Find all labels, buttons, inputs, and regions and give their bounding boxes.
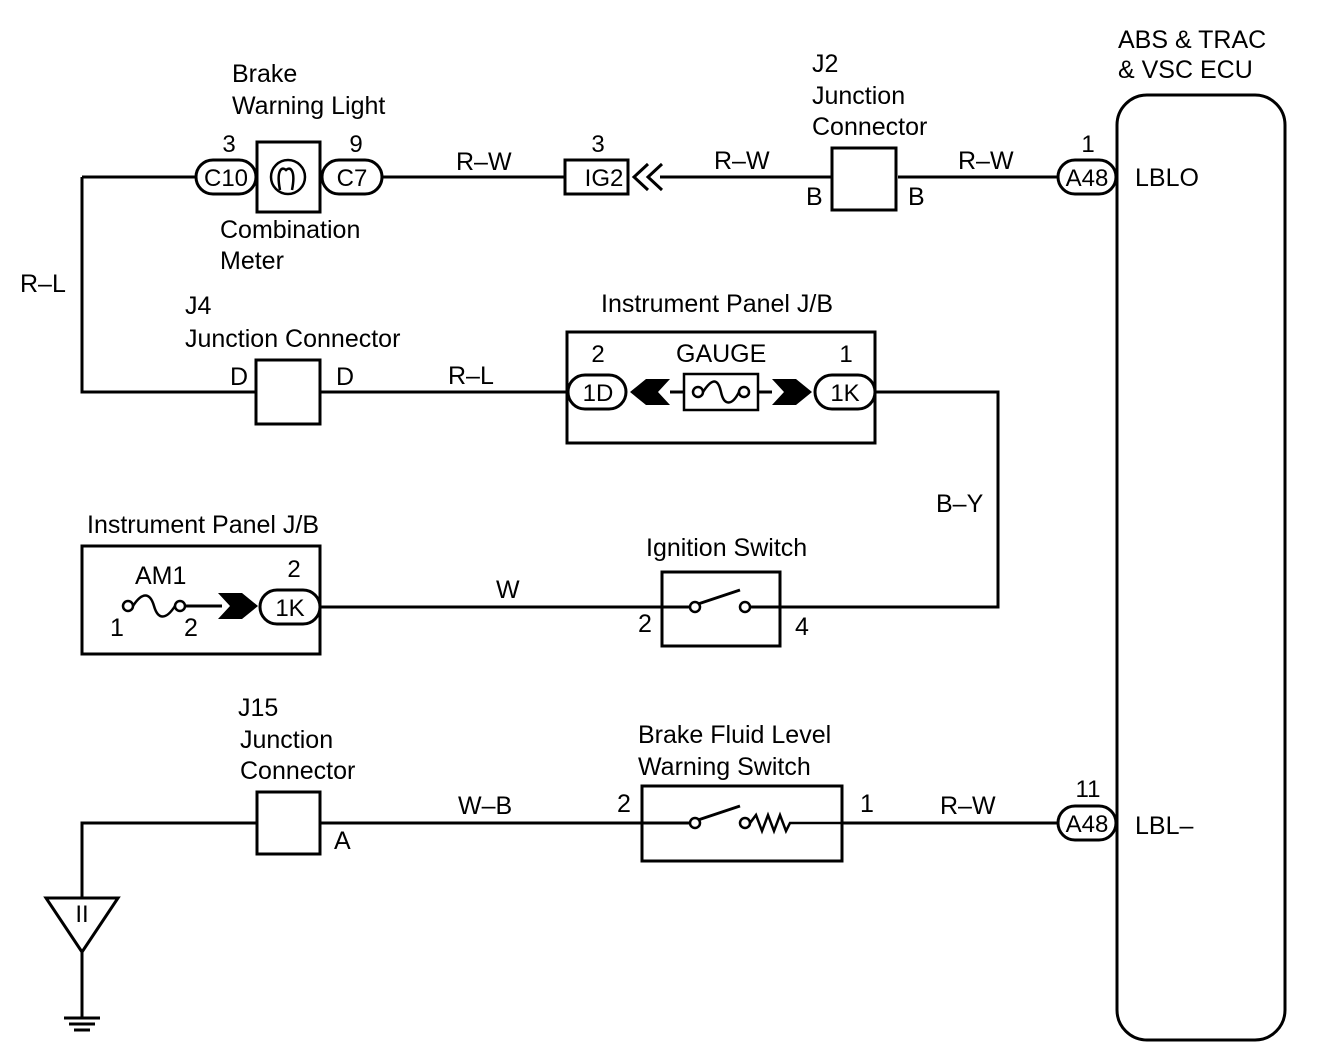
am1-fuse-label: AM1 bbox=[135, 562, 186, 590]
brake-light-pin-right: 9 bbox=[349, 131, 362, 158]
ecu-pin-lblo: LBLO bbox=[1135, 164, 1199, 192]
j15-line2: Junction bbox=[240, 726, 333, 754]
male-terminal-icon-am1 bbox=[218, 593, 258, 619]
fuse-terminal-icon bbox=[173, 599, 187, 613]
ig2-connector bbox=[563, 158, 630, 196]
brake-light-title1: Brake bbox=[232, 60, 297, 88]
j2-right-pin: B bbox=[908, 183, 925, 211]
connector-1d-label: 1D bbox=[583, 380, 614, 407]
ignition-switch-title: Ignition Switch bbox=[646, 534, 807, 562]
ignition-pin-left: 2 bbox=[638, 610, 652, 638]
fuse-icon bbox=[701, 380, 741, 404]
j4-line1: J4 bbox=[185, 292, 212, 320]
ecu-pin-lbl: LBL– bbox=[1135, 812, 1193, 840]
ipjb-gauge-title: Instrument Panel J/B bbox=[601, 290, 833, 318]
ipjb-gauge-pin-left: 2 bbox=[591, 341, 604, 368]
j2-line1: J2 bbox=[812, 50, 838, 78]
j2-left-pin: B bbox=[806, 183, 823, 211]
ig2-pin: 3 bbox=[591, 131, 604, 158]
bfl-line2: Warning Switch bbox=[638, 753, 811, 781]
ignition-pin-right: 4 bbox=[795, 613, 809, 641]
connector-a48-top bbox=[1056, 158, 1118, 196]
am1-fuse-pin2: 2 bbox=[184, 614, 198, 642]
wire-rw2-label: R–W bbox=[714, 147, 770, 175]
wire-rw3-label: R–W bbox=[958, 147, 1014, 175]
connector-1k-gauge-label: 1K bbox=[830, 380, 859, 407]
j2-line3: Connector bbox=[812, 113, 927, 141]
wire-ground bbox=[80, 821, 257, 898]
brake-light-pin-left: 3 bbox=[222, 131, 235, 158]
abs-trac-vsc-ecu bbox=[1115, 93, 1287, 1042]
a48-top-label: A48 bbox=[1066, 165, 1109, 192]
resistor-icon bbox=[749, 811, 842, 835]
bulb-icon bbox=[269, 158, 307, 196]
bfl-pin-left: 2 bbox=[617, 790, 631, 818]
fuse-terminal-icon bbox=[737, 385, 751, 399]
fuse-terminal-icon bbox=[121, 599, 135, 613]
connector-c10-label: C10 bbox=[204, 165, 248, 192]
bfl-pin-right: 1 bbox=[860, 790, 874, 818]
ecu-title-line1: ABS & TRAC bbox=[1118, 26, 1266, 54]
bulb-filament-icon bbox=[277, 167, 295, 191]
gauge-fuse-label: GAUGE bbox=[676, 340, 766, 368]
chevron-icon-2 bbox=[645, 162, 664, 192]
ground-triangle-icon bbox=[43, 896, 121, 955]
wire-rl-left-label: R–L bbox=[20, 270, 66, 298]
j15-line1: J15 bbox=[238, 694, 278, 722]
a48-bottom-pin: 11 bbox=[1076, 776, 1101, 803]
wire-by bbox=[780, 390, 1000, 609]
switch-contact-icon bbox=[738, 816, 752, 830]
switch-contact-icon bbox=[738, 600, 752, 614]
wire-rw4-label: R–W bbox=[940, 792, 996, 820]
switch-contact-icon bbox=[688, 600, 702, 614]
connector-a48-bottom bbox=[1056, 804, 1118, 842]
combination-meter-line2: Meter bbox=[220, 247, 284, 275]
ecu-title-line2: & VSC ECU bbox=[1118, 56, 1253, 84]
ignition-switch-box bbox=[660, 570, 782, 648]
switch-contact-icon bbox=[688, 816, 702, 830]
wire-rw1-label: R–W bbox=[456, 148, 512, 176]
j4-junction-box bbox=[254, 358, 322, 426]
wire-w-label: W bbox=[496, 576, 520, 604]
wire-rl-mid-label: R–L bbox=[448, 362, 494, 390]
j2-junction-box bbox=[830, 146, 898, 212]
am1-pin: 2 bbox=[287, 556, 300, 583]
j2-line2: Junction bbox=[812, 82, 905, 110]
brake-warning-light-box bbox=[255, 140, 322, 214]
j15-junction-box bbox=[255, 790, 322, 856]
connector-c7-label: C7 bbox=[337, 165, 368, 192]
connector-c7 bbox=[320, 158, 384, 196]
chevron-icon-1 bbox=[631, 162, 650, 192]
j4-line2: Junction Connector bbox=[185, 325, 400, 353]
male-terminal-icon-left bbox=[630, 379, 670, 405]
a48-top-pin: 1 bbox=[1081, 131, 1094, 158]
switch-blade-icon bbox=[697, 804, 741, 822]
combination-meter-line1: Combination bbox=[220, 216, 360, 244]
am1-fuse-icon bbox=[131, 594, 177, 618]
fuse-terminal-icon bbox=[691, 385, 705, 399]
a48-bottom-label: A48 bbox=[1066, 811, 1109, 838]
j4-left-pin: D bbox=[230, 363, 248, 391]
j15-pin: A bbox=[334, 827, 351, 855]
wire-by-label: B–Y bbox=[936, 490, 984, 518]
connector-1k-am1-label: 1K bbox=[275, 595, 304, 622]
ground-label: II bbox=[75, 901, 88, 928]
j4-right-pin: D bbox=[336, 363, 354, 391]
male-terminal-icon-right bbox=[772, 379, 812, 405]
switch-blade-icon bbox=[697, 588, 741, 606]
am1-fuse-pin1: 1 bbox=[110, 614, 124, 642]
connector-1d bbox=[566, 373, 628, 411]
ig2-label: IG2 bbox=[585, 165, 624, 192]
bfl-line1: Brake Fluid Level bbox=[638, 721, 831, 749]
ipjb-gauge-pin-right: 1 bbox=[839, 341, 852, 368]
ipjb-am1-title: Instrument Panel J/B bbox=[87, 511, 319, 539]
wire-rl-left bbox=[80, 177, 256, 394]
brake-light-title2: Warning Light bbox=[232, 92, 385, 120]
j15-line3: Connector bbox=[240, 757, 355, 785]
wire-wb-label: W–B bbox=[458, 792, 512, 820]
